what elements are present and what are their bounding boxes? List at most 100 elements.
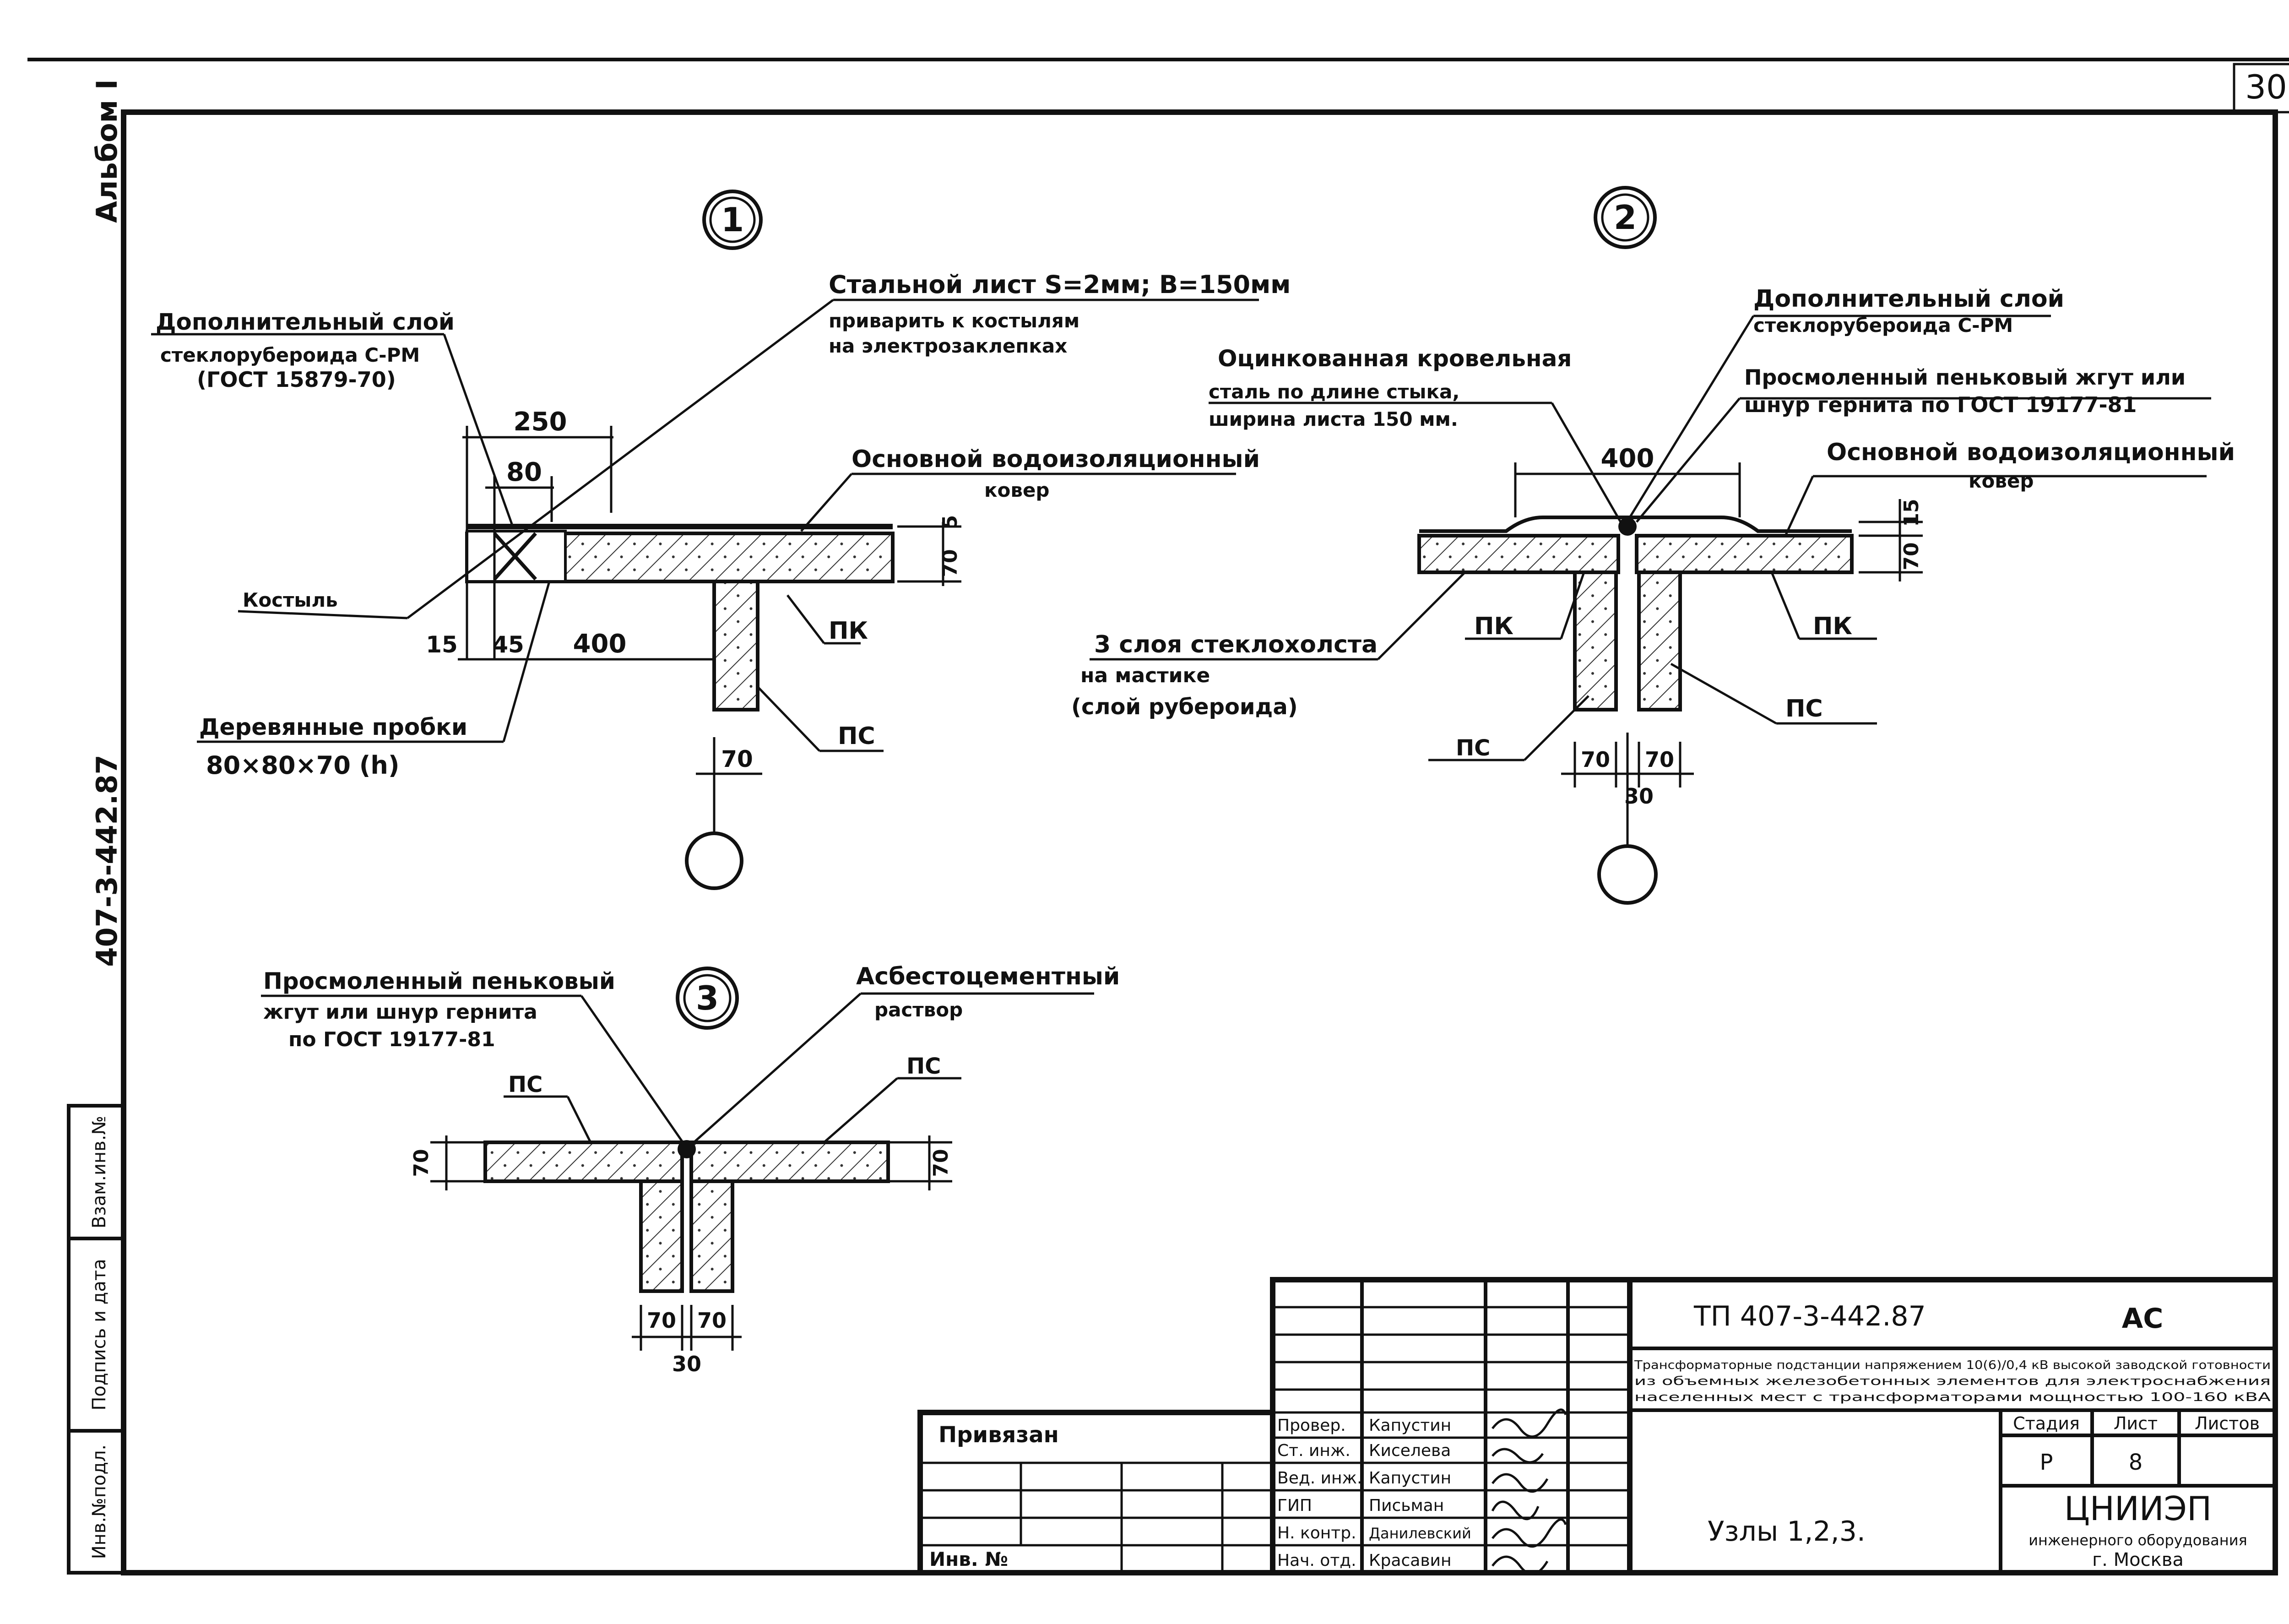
- inv-no-label: Инв. №: [929, 1548, 1008, 1570]
- node-3-dim-70-right: 70: [929, 1149, 953, 1177]
- album-label: Альбом I: [90, 79, 124, 223]
- node-3-wall-left: [639, 1179, 684, 1293]
- node-3-dim-70a: 70: [647, 1308, 676, 1333]
- node-2-dim-70b: 70: [1645, 747, 1674, 772]
- org-name-2: инженерного оборудования: [2029, 1532, 2247, 1549]
- node-3-label-asb: Асбестоцементный: [856, 963, 1120, 990]
- node-2-label-extra-layer: Дополнительный слой: [1753, 285, 2064, 313]
- node-1-label-extra-layer-3: (ГОСТ 15879-70): [197, 367, 396, 392]
- node-1-label-steel-2: приварить к костылям: [829, 310, 1079, 332]
- page-number: 30: [2245, 68, 2287, 106]
- side-inv-podl: Инв.№подл.: [89, 1445, 110, 1559]
- name-1: Капустин: [1369, 1416, 1451, 1435]
- node-1-dim-80: 80: [506, 457, 542, 487]
- node-2-label-glass-3: (слой рубероида): [1071, 694, 1298, 720]
- signatures: [1491, 1408, 1567, 1575]
- node-1-dim-45: 45: [492, 631, 524, 658]
- side-project-code: 407-3-442.87: [90, 755, 124, 967]
- role-3: Вед. инж.: [1277, 1469, 1362, 1488]
- sheets-header: Листов: [2195, 1413, 2260, 1434]
- node-3-label-hemp-3: по ГОСТ 19177-81: [288, 1028, 495, 1051]
- name-5: Данилевский: [1369, 1525, 1471, 1542]
- side-vzam-inv: Взам.инв.№: [89, 1116, 110, 1228]
- node-1-wall: [712, 580, 759, 712]
- section-code: АС: [2122, 1303, 2163, 1335]
- node-3: 3 70 70 70 70 30 Просмоленный пеньковый: [261, 963, 1120, 1376]
- description-1: Трансформаторные подстанции напряжением …: [1634, 1358, 2271, 1372]
- role-1: Провер.: [1277, 1416, 1346, 1435]
- role-6: Нач. отд.: [1277, 1551, 1356, 1570]
- role-2: Ст. инж.: [1277, 1441, 1351, 1460]
- node-3-label-ps-right: ПС: [906, 1054, 941, 1079]
- node-2-dim-400: 400: [1601, 444, 1654, 473]
- node-1-number: 1: [721, 201, 744, 239]
- node-2-label-ps-left: ПС: [1456, 735, 1490, 761]
- stage-value: Р: [2040, 1450, 2053, 1475]
- node-3-slab-left: [483, 1141, 684, 1183]
- node-2-label-main-carpet-2: ковер: [1969, 470, 2034, 492]
- node-2-slab-left: [1417, 534, 1620, 574]
- side-stamp: Альбом I 407-3-442.87 Взам.инв.№ Подпись…: [67, 79, 125, 1575]
- node-1-label-main-carpet: Основной водоизоляционный: [852, 445, 1260, 473]
- node-2-slab-right: [1635, 534, 1854, 574]
- node-3-label-hemp-2: жгут или шнур гернита: [263, 1000, 537, 1024]
- node-3-label-asb-2: раствор: [874, 999, 963, 1021]
- sheet-value: 8: [2129, 1450, 2143, 1475]
- node-2-label-glass: 3 слоя стеклохолста: [1094, 631, 1378, 658]
- node-2-label-extra-layer-2: стеклорубероида С-РМ: [1753, 314, 2013, 337]
- name-2: Киселева: [1369, 1441, 1451, 1460]
- node-3-label-ps-left: ПС: [508, 1072, 542, 1097]
- side-podpis-data: Подпись и дата: [89, 1259, 110, 1410]
- node-1-dim-400: 400: [573, 629, 627, 659]
- node-1-label-ps: ПС: [838, 722, 875, 750]
- node-1-label-pk: ПК: [829, 617, 868, 645]
- node-2-label-pk-left: ПК: [1474, 613, 1513, 640]
- privyazan-label: Привязан: [938, 1422, 1059, 1448]
- node-2-label-main-carpet: Основной водоизоляционный: [1827, 439, 2235, 466]
- node-3-wall-right: [689, 1179, 734, 1293]
- node-2-label-galv: Оцинкованная кровельная: [1218, 345, 1572, 372]
- node-1-label-main-carpet-2: ковер: [984, 479, 1050, 501]
- name-3: Капустин: [1369, 1469, 1451, 1488]
- org-city: г. Москва: [2092, 1549, 2184, 1570]
- node-1-label-kostyl: Костыль: [243, 589, 338, 611]
- drawing-title: Узлы 1,2,3.: [1708, 1515, 1866, 1548]
- node-1-dim-70: 70: [721, 746, 753, 772]
- node-1-dim-15: 15: [426, 631, 458, 658]
- node-1-label-steel: Стальной лист S=2мм; B=150мм: [829, 270, 1291, 299]
- doc-code: ТП 407-3-442.87: [1693, 1300, 1926, 1332]
- node-1-label-wood: Деревянные пробки: [199, 714, 467, 740]
- node-2-label-ps-right: ПС: [1785, 695, 1823, 722]
- node-2-dim-70v: 70: [1900, 542, 1923, 570]
- node-1-label-extra-layer-2: стеклорубероида С-РМ: [160, 344, 420, 366]
- node-2: 2 400 15 70 70 70 30: [1071, 186, 2235, 905]
- node-2-label-galv-2: сталь по длине стыка,: [1209, 380, 1459, 403]
- node-2-wall-right: [1637, 570, 1682, 712]
- description-2: из объемных железобетонных элементов для…: [1634, 1374, 2271, 1388]
- node-3-number: 3: [696, 979, 719, 1017]
- node-2-label-hemp-2: шнур гернита по ГОСТ 19177-81: [1744, 392, 2137, 417]
- node-2-label-galv-3: ширина листа 150 мм.: [1209, 408, 1458, 430]
- node-1-label-steel-3: на электрозаклепках: [829, 335, 1067, 357]
- node-2-label-glass-2: на мастике: [1080, 664, 1210, 687]
- description-3: населенных мест с трансформаторами мощно…: [1634, 1390, 2271, 1404]
- node-2-wall-left: [1573, 570, 1618, 712]
- node-2-dim-70a: 70: [1581, 747, 1610, 772]
- node-1-label-wood-2: 80×80×70 (h): [206, 751, 400, 780]
- node-3-marker: [676, 967, 739, 1030]
- node-2-dim-30: 30: [1624, 784, 1654, 809]
- node-2-label-hemp: Просмоленный пеньковый жгут или: [1744, 365, 2186, 390]
- stage-header: Стадия: [2013, 1413, 2080, 1434]
- role-5: Н. контр.: [1277, 1524, 1356, 1543]
- node-2-number: 2: [1614, 198, 1637, 237]
- node-3-dim-30: 30: [672, 1352, 701, 1376]
- node-1-axis-marker: [685, 831, 743, 890]
- name-4: Письман: [1369, 1496, 1444, 1515]
- node-3-dim-70-left: 70: [410, 1149, 433, 1177]
- node-3-dim-70b: 70: [697, 1308, 727, 1333]
- node-1-label-extra-layer: Дополнительный слой: [156, 309, 455, 335]
- node-1-dim-70v: 70: [938, 549, 962, 577]
- node-3-label-hemp: Просмоленный пеньковый: [263, 968, 615, 994]
- title-block: Привязан Инв. № Провер. Капустин Ст. инж…: [917, 1277, 2278, 1575]
